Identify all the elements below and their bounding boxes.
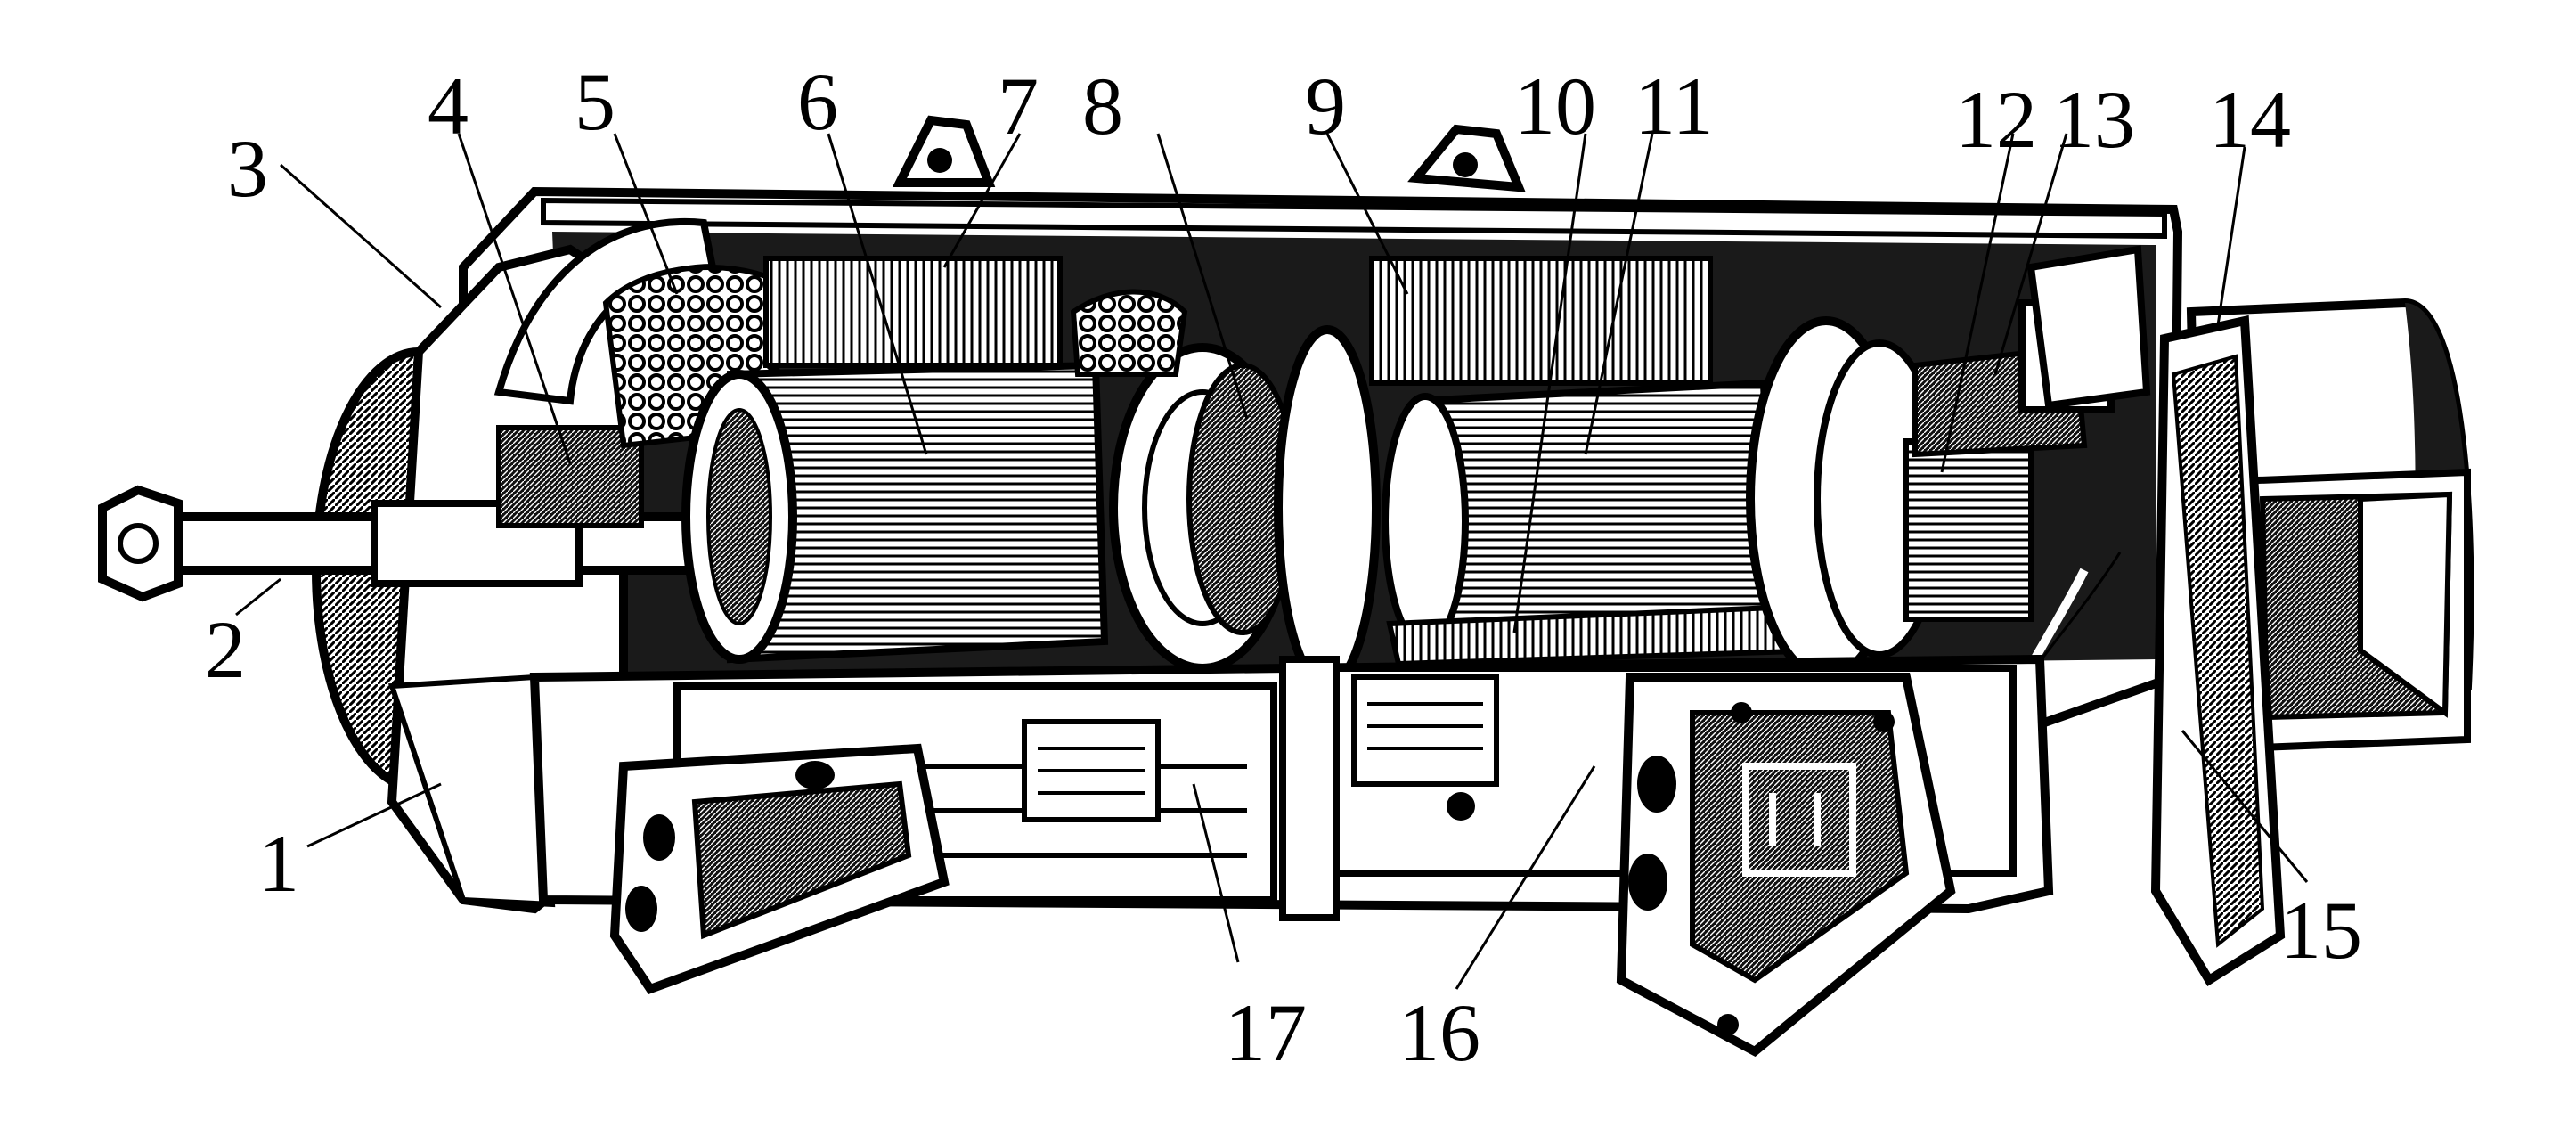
rotor-right: [1413, 379, 1777, 646]
callout-6: 6: [797, 56, 838, 147]
leader-8: [1156, 133, 1249, 420]
leader-5: [613, 133, 679, 295]
leader-10: [1512, 133, 1587, 633]
leader-2: [235, 577, 281, 617]
leader-13: [1993, 133, 2068, 375]
callout-numbers: 1 2 3 4 5 6 7 8 9 10 11 12 13 14 15 16 1…: [205, 56, 2362, 1078]
callout-12: 12: [1955, 74, 2037, 165]
callout-17: 17: [1225, 987, 1307, 1078]
leader-6: [827, 133, 928, 455]
stator-core-left: [763, 256, 1063, 368]
leader-14: [2216, 146, 2246, 326]
leader-12: [1940, 133, 2015, 473]
callout-7: 7: [998, 61, 1039, 151]
machine-illustration: [98, 115, 2474, 1057]
callout-8: 8: [1082, 61, 1123, 151]
leader-17: [1192, 783, 1240, 963]
callout-15: 15: [2280, 885, 2362, 976]
callout-16: 16: [1398, 987, 1480, 1078]
leader-1: [306, 782, 442, 848]
leader-11: [1584, 133, 1654, 455]
callout-9: 9: [1305, 61, 1346, 151]
callout-3: 3: [227, 123, 268, 214]
nameplate-right: [1351, 674, 1499, 787]
commutator: [1903, 438, 2034, 622]
callout-10: 10: [1514, 61, 1596, 151]
leader-4: [457, 133, 572, 464]
callout-13: 13: [2053, 74, 2135, 165]
leader-15: [2181, 730, 2309, 883]
leader-7: [942, 133, 1022, 268]
callout-2: 2: [205, 604, 246, 695]
stator-core-right: [1369, 256, 1713, 386]
leader-9: [1325, 133, 1409, 295]
callout-14: 14: [2209, 74, 2291, 165]
callout-1: 1: [258, 818, 299, 909]
leader-lines: [235, 133, 2309, 990]
callout-11: 11: [1634, 61, 1714, 151]
callout-4: 4: [428, 61, 469, 151]
leader-16: [1455, 765, 1596, 990]
callout-5: 5: [575, 56, 615, 147]
leader-3: [280, 163, 442, 309]
shaft-nut: [98, 485, 183, 602]
